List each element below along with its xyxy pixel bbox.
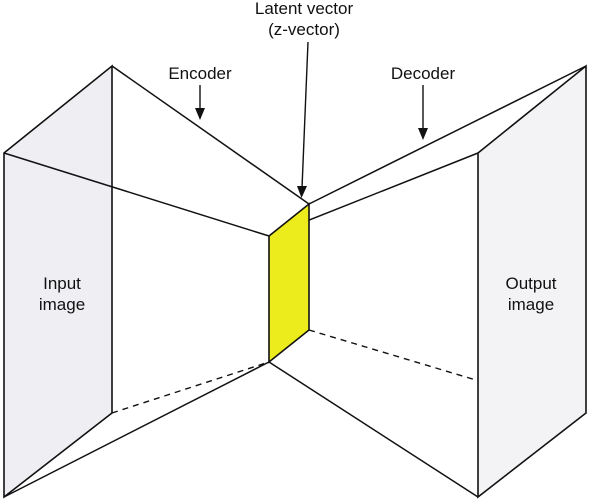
encoder-hidden-bottom-edge [111,361,270,414]
decoder-hidden-bottom-edge [308,329,587,414]
encoder-label: Encoder [168,64,232,83]
encoder-top-front-edge [3,152,270,237]
encoder-top-back-edge [111,65,310,205]
input-image-panel [3,64,113,499]
output-image-panel [477,64,587,499]
latent-vector-label: Latent vector [255,0,354,18]
input-image-sublabel: image [39,295,85,314]
input-image-label: Input [43,274,81,293]
output-image-label: Output [505,274,556,293]
encoder-arrow [195,85,205,120]
decoder-top-back-edge [308,65,587,205]
latent-vector-slab [268,202,310,364]
latent-arrow [297,41,309,198]
decoder-arrow [418,85,428,140]
decoder-bottom-front-edge [268,361,479,498]
output-image-sublabel: image [508,295,554,314]
encoder-bottom-front-edge [3,361,270,498]
decoder-label: Decoder [391,64,456,83]
latent-vector-sublabel: (z-vector) [268,20,340,39]
